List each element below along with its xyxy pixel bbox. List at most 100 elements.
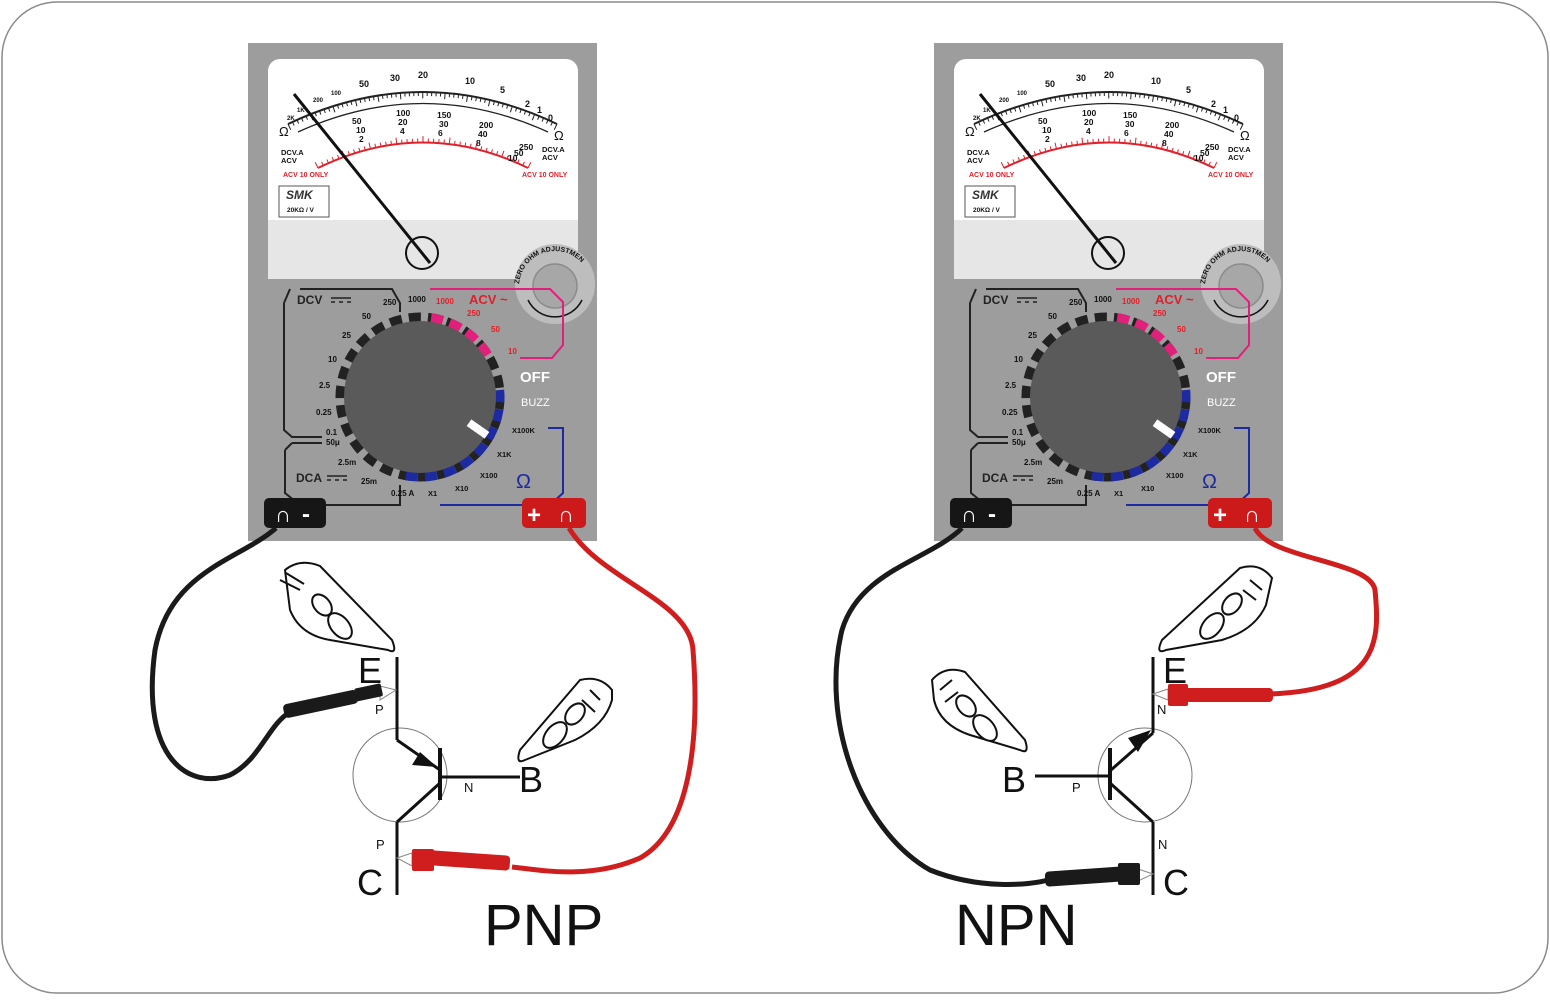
range-label: 10 [328,355,337,364]
ohm-symbol-right: Ω [1240,128,1250,143]
emitter-region-label: P [375,702,384,717]
com-terminal[interactable] [950,498,1012,528]
plus-label: + [527,502,541,529]
dcv-label: DCV [983,293,1008,307]
range-label: X1 [1114,489,1123,498]
range-label: X100K [512,426,536,435]
range-label: 2.5m [338,458,356,467]
ohm-tick-label: 2 [1211,99,1216,109]
off-label: OFF [1206,369,1236,386]
ohm-tick-label: 30 [1076,73,1086,83]
range-label: 1000 [1122,297,1140,306]
scale-tick [1144,94,1145,98]
range-label: 25m [1047,477,1063,486]
dc-tick-label: 2 [359,134,364,144]
sensitivity-label: 20KΩ / V [973,207,1001,214]
ohm-tick-label: 0 [548,113,553,123]
collector-label: C [357,862,383,903]
base-label: B [519,759,543,800]
npn-type-label: NPN [955,893,1077,958]
acv-label-right: ACV [1228,153,1244,162]
range-label: 50 [1177,325,1186,334]
scale-tick [445,93,446,99]
collector-region-label: P [376,837,385,852]
range-label: X100 [480,471,498,480]
multimeter-left: 2K 1K 200 100 50 30 20 10 5 2 1 0 Ω Ω 50… [248,43,597,541]
scale-tick [463,95,464,99]
base-region-label: P [1072,780,1081,795]
minus-label: - [302,501,310,528]
ohm-tick-label: 100 [1017,91,1028,97]
collector-label: C [1163,862,1189,903]
ohm-tick-label: 30 [390,73,400,83]
ohm-tick-label: 20 [1104,70,1114,80]
range-label: 250 [1153,309,1167,318]
scale-tick [1072,142,1073,146]
range-label: 0.1 [1012,428,1024,437]
range-label: 10 [1194,347,1203,356]
emitter-region-label: N [1157,702,1166,717]
ohm-tick-label: 1 [537,105,542,115]
ohm-tick-label: 5 [500,85,505,95]
ohm-range-symbol: Ω [516,471,531,493]
ohm-tick-label: 1 [1223,105,1228,115]
scale-tick [1141,141,1142,145]
range-label: 0.25 A [391,489,414,498]
range-label: X1K [1183,450,1198,459]
range-label: 50 [1048,312,1057,321]
scale-tick [471,96,472,100]
buzz-label: BUZZ [521,397,550,409]
dc-tick-label: 10 [508,153,518,163]
base-label: B [1002,759,1026,800]
dc-tick-label: 6 [1124,128,1129,138]
acv-label: ACV ~ [469,292,508,307]
dcv-label: DCV [297,293,322,307]
jack-icon: ∩ [961,502,977,527]
jack-icon: ∩ [558,502,574,527]
range-label: 0.25 [1002,408,1018,417]
range-label: 50 [362,312,371,321]
range-label: 2.5m [1024,458,1042,467]
zero-adjust-knob[interactable] [1219,264,1263,308]
dc-tick-label: 8 [476,138,481,148]
ohm-tick-label: 5 [1186,85,1191,95]
rotary-dial[interactable] [344,321,496,473]
zero-adjust-knob[interactable] [533,264,577,308]
acv10-label-left: ACV 10 ONLY [283,172,329,179]
range-label: X100K [1198,426,1222,435]
acv-label-left: ACV [967,156,983,165]
scale-tick [460,142,461,146]
range-label: 1000 [408,295,426,304]
ohm-tick-label: 200 [999,98,1010,104]
range-label: 50 [491,325,500,334]
scale-tick [1157,96,1158,100]
dc-tick-label: 2 [1045,134,1050,144]
scale-tick [373,96,374,100]
scale-tick [455,141,456,145]
ohm-range-symbol: Ω [1202,471,1217,493]
range-label: 0.25 A [1077,489,1100,498]
brand-logo: SMK [972,188,1000,202]
scale-tick [400,93,401,99]
range-label: 2.5 [1005,381,1017,390]
com-terminal[interactable] [264,498,326,528]
minus-label: - [988,501,996,528]
scale-tick [1073,94,1074,98]
dca-label: DCA [296,471,322,485]
ohm-tick-label: 50 [359,79,369,89]
sensitivity-label: 20KΩ / V [287,207,315,214]
plus-label: + [1213,502,1227,529]
acv-label-left: ACV [281,156,297,165]
scale-tick [382,95,383,99]
range-label: 0.25 [316,408,332,417]
dc-tick-label: 8 [1162,138,1167,148]
ohm-tick-label: 2 [525,99,530,109]
scale-tick [1149,95,1150,99]
range-label: 250 [383,298,397,307]
emitter-label: E [1163,650,1187,691]
ohm-tick-label: 50 [1045,79,1055,89]
scale-tick [1059,96,1060,100]
rotary-dial[interactable] [1030,321,1182,473]
